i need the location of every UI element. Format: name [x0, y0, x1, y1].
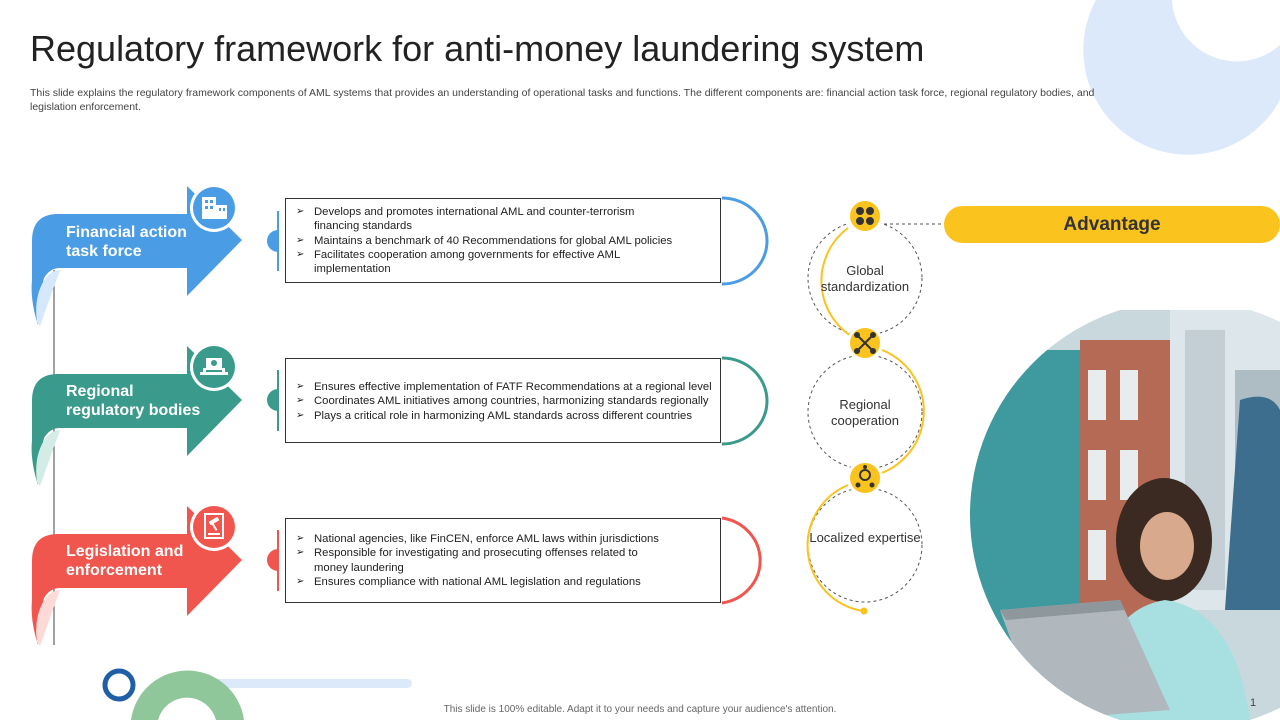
list-item: Ensures compliance with national AML leg…: [296, 575, 712, 590]
connector-row-1: [267, 211, 279, 271]
list-item: Coordinates AML initiatives among countr…: [296, 394, 712, 409]
advantage-item-localized: Localized expertise: [809, 530, 921, 545]
list-item: Maintains a benchmark of 40 Recommendati…: [296, 234, 712, 249]
bullet-box-fatf: Develops and promotes international AML …: [285, 198, 721, 283]
page-number: 1: [1250, 697, 1257, 709]
footer-note: This slide is 100% editable. Adapt it to…: [443, 704, 837, 715]
gavel-icon: [204, 513, 224, 539]
list-item: Plays a critical role in harmonizing AML…: [296, 409, 712, 424]
network-icon: [847, 325, 883, 361]
box-3-cap: [721, 516, 762, 605]
arrow-legislation-and-enforcement: [31, 503, 242, 646]
component-label-regional: Regional regulatory bodies: [66, 383, 201, 419]
box-2-cap: [721, 356, 769, 446]
advantage-item-global: Global standardization: [820, 263, 910, 294]
list-item: Facilitates cooperation among government…: [296, 248, 624, 277]
connector-row-2: [267, 370, 279, 431]
list-item: Responsible for investigating and prosec…: [296, 546, 669, 575]
page-subtitle: This slide explains the regulatory frame…: [30, 87, 1095, 113]
connector-row-3: [267, 530, 279, 591]
list-item: Develops and promotes international AML …: [296, 205, 669, 234]
expertise-icon: [847, 460, 883, 496]
building-icon: [202, 197, 227, 219]
bullet-box-legislation: National agencies, like FinCEN, enforce …: [285, 518, 721, 603]
page-title: Regulatory framework for anti-money laun…: [30, 28, 925, 69]
advantage-item-regional: Regional cooperation: [831, 397, 899, 428]
list-item: Ensures effective implementation of FATF…: [296, 380, 712, 395]
bullet-box-regional: Ensures effective implementation of FATF…: [285, 358, 721, 443]
office-photo: [970, 310, 1280, 720]
component-label-fatf: Financial action task force: [66, 224, 187, 260]
regulator-icon: [200, 358, 228, 375]
advantage-badge: Advantage: [944, 206, 1280, 243]
box-1-cap: [721, 196, 769, 286]
arrow-regional-regulatory-bodies: [31, 343, 242, 486]
component-label-legislation: Legislation and enforcement: [66, 543, 184, 579]
global-icon: [847, 198, 883, 234]
list-item: National agencies, like FinCEN, enforce …: [296, 532, 712, 547]
